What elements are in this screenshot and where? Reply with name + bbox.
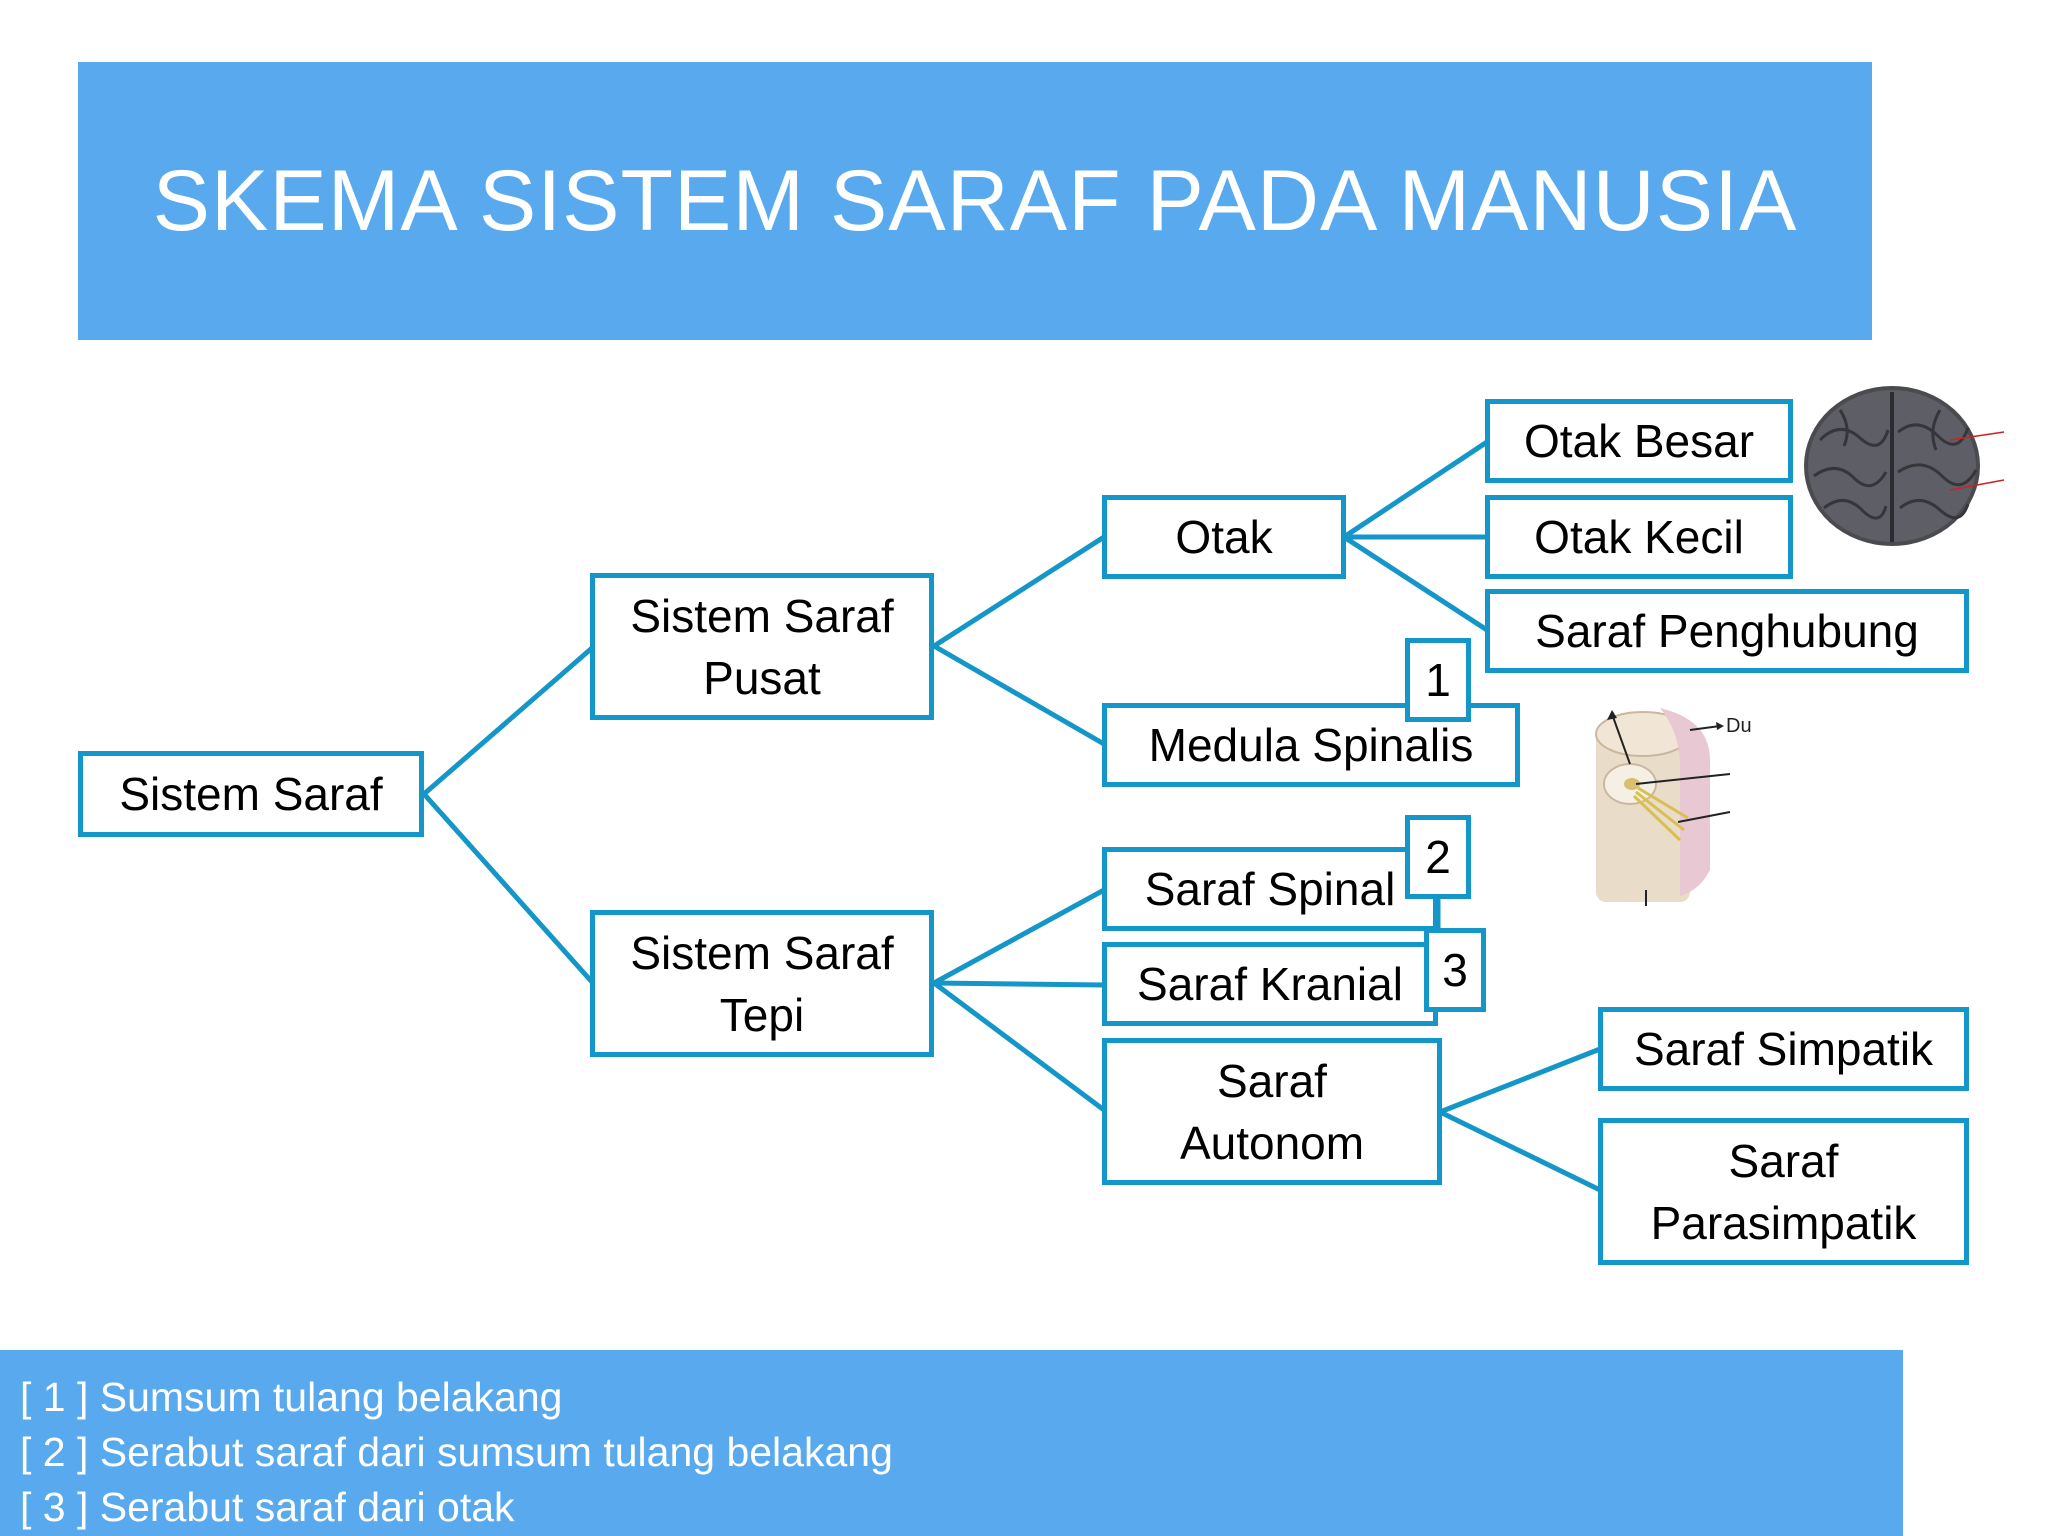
connector-sistem-saraf-to-sst bbox=[422, 792, 594, 984]
node-otak-kecil-label: Otak Kecil bbox=[1534, 511, 1744, 563]
node-saraf-spinal: Saraf Spinal bbox=[1102, 847, 1438, 931]
node-sistem-saraf-pusat: Sistem Saraf Pusat bbox=[590, 573, 934, 720]
node-saraf-simpatik: Saraf Simpatik bbox=[1598, 1007, 1969, 1091]
connector-otak-to-otak-besar bbox=[1342, 439, 1489, 540]
connector-autonom-to-simpatik bbox=[1439, 1046, 1601, 1115]
spinal-cord-image: Du bbox=[1595, 708, 1752, 906]
node-saraf-spinal-label: Saraf Spinal bbox=[1144, 863, 1396, 915]
page-title: SKEMA SISTEM SARAF PADA MANUSIA bbox=[152, 152, 1798, 249]
node-saraf-simpatik-label: Saraf Simpatik bbox=[1633, 1023, 1934, 1075]
node-saraf-penghubung: Saraf Penghubung bbox=[1485, 589, 1969, 673]
node-sistem-saraf-tepi: Sistem Saraf Tepi bbox=[590, 910, 934, 1057]
connector-sst-to-saraf-autonom bbox=[932, 980, 1106, 1113]
connector-ssp-to-otak bbox=[932, 534, 1106, 649]
connector-sistem-saraf-to-ssp bbox=[422, 646, 594, 796]
node-saraf-parasimpatik: Saraf Parasimpatik bbox=[1598, 1118, 1969, 1265]
node-sistem-saraf: Sistem Saraf bbox=[78, 751, 424, 837]
brain-image bbox=[1804, 386, 2005, 546]
node-sistem-saraf-pusat-label: Sistem Saraf Pusat bbox=[630, 589, 894, 704]
legend-item-1: [ 1 ] Sumsum tulang belakang bbox=[20, 1374, 563, 1420]
node-medula-spinalis-label: Medula Spinalis bbox=[1148, 719, 1474, 771]
node-otak-besar: Otak Besar bbox=[1485, 399, 1793, 483]
marker-1: 1 bbox=[1405, 638, 1471, 722]
connector-autonom-to-parasimpatik bbox=[1438, 1109, 1602, 1193]
marker-3: 3 bbox=[1424, 928, 1486, 1012]
title-banner: SKEMA SISTEM SARAF PADA MANUSIA bbox=[78, 62, 1872, 340]
node-saraf-autonom: Saraf Autonom bbox=[1102, 1038, 1442, 1185]
node-otak-kecil: Otak Kecil bbox=[1485, 495, 1793, 579]
legend-panel: [ 1 ] Sumsum tulang belakang [ 2 ] Serab… bbox=[0, 1350, 1903, 1536]
legend-item-2: [ 2 ] Serabut saraf dari sumsum tulang b… bbox=[20, 1429, 893, 1475]
legend-item-3: [ 3 ] Serabut saraf dari otak bbox=[20, 1484, 515, 1530]
node-saraf-kranial-label: Saraf Kranial bbox=[1137, 958, 1403, 1010]
node-saraf-kranial: Saraf Kranial bbox=[1102, 942, 1438, 1026]
connector-sst-to-saraf-kranial bbox=[933, 980, 1105, 988]
node-sistem-saraf-label: Sistem Saraf bbox=[119, 768, 383, 820]
node-otak-besar-label: Otak Besar bbox=[1523, 415, 1755, 467]
node-saraf-autonom-label: Saraf Autonom bbox=[1179, 1054, 1365, 1169]
node-saraf-parasimpatik-label: Saraf Parasimpatik bbox=[1650, 1134, 1917, 1249]
node-saraf-penghubung-label: Saraf Penghubung bbox=[1535, 605, 1919, 657]
connector-sst-to-saraf-spinal bbox=[932, 887, 1106, 986]
connector-ssp-to-medula bbox=[932, 643, 1106, 747]
connector-otak-to-saraf-penghubung bbox=[1342, 534, 1489, 633]
node-otak-label: Otak bbox=[1175, 511, 1273, 563]
node-otak: Otak bbox=[1102, 495, 1346, 579]
spinal-image-label: Du bbox=[1726, 715, 1752, 737]
marker-2: 2 bbox=[1405, 815, 1471, 899]
node-sistem-saraf-tepi-label: Sistem Saraf Tepi bbox=[630, 926, 894, 1041]
